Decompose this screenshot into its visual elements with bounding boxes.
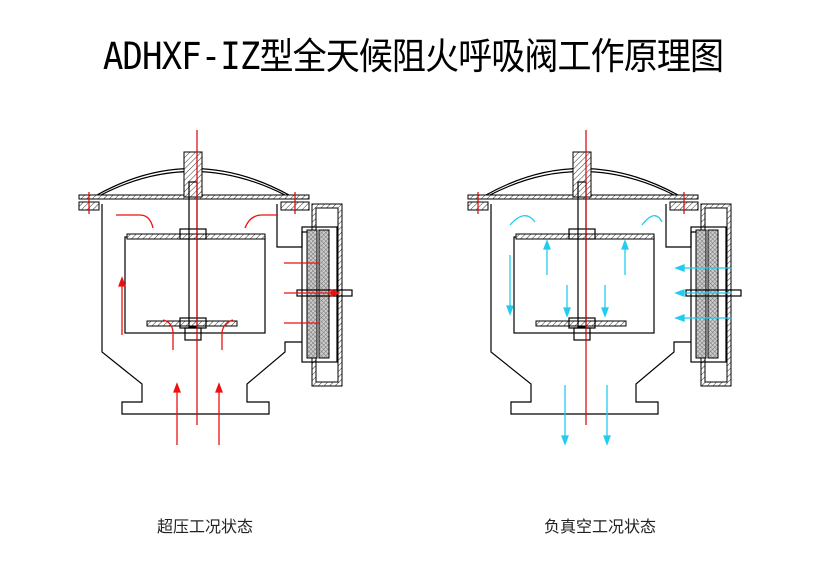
- overpressure-valve: 超压工况状态: [78, 130, 353, 536]
- page-title: ADHXF-IZ型全天候阻火呼吸阀工作原理图: [102, 35, 724, 78]
- flow-arrows: [506, 215, 732, 446]
- vacuum-valve: 负真空工况状态: [467, 130, 742, 536]
- flow-arrows: [116, 214, 341, 445]
- caption-vacuum: 负真空工况状态: [544, 517, 656, 536]
- caption-overpressure: 超压工况状态: [157, 517, 253, 536]
